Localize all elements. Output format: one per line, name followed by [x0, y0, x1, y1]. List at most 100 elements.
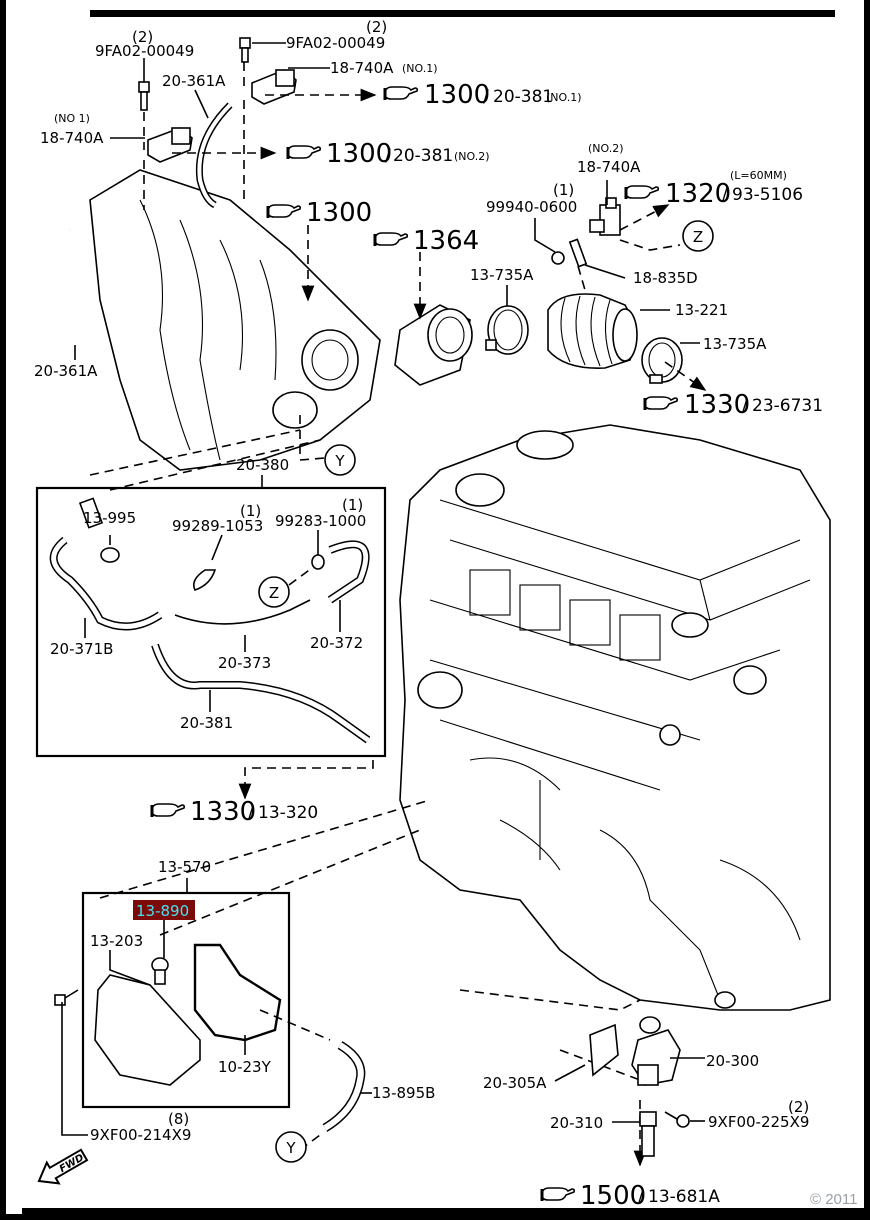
air-duct-13-221 — [547, 293, 638, 369]
highlight-13-890 — [133, 900, 195, 920]
label-bolt-left-qty[interactable]: (2) — [132, 28, 153, 46]
diagram-sheet: Z Y Z Y (2) 9FA02-00049 (2) 9FA02-00049 … — [6, 0, 864, 1214]
frame-top-bar — [90, 10, 835, 17]
svg-text:13-681A: 13-681A — [648, 1187, 720, 1207]
label-hose-20-381[interactable]: 20-381 — [180, 714, 233, 732]
svg-text:1300: 1300 — [306, 198, 372, 228]
label-hose-20-372[interactable]: 20-372 — [310, 634, 363, 652]
label-solenoid-no2[interactable]: 18-740A — [577, 158, 641, 176]
ref-1300-no2[interactable]: 1300 / 20-381 (NO.2) — [286, 139, 490, 169]
svg-text:20-381: 20-381 — [393, 146, 453, 166]
svg-text:1364: 1364 — [413, 226, 479, 256]
label-clip-2-qty: (1) — [342, 496, 363, 514]
pointing-hand-icon — [286, 144, 322, 161]
label-hose-20-361a-left[interactable]: 20-361A — [34, 362, 98, 380]
egr-gasket-20-305a — [589, 1023, 619, 1077]
ref-1500-13-681a[interactable]: 1500 / 13-681A — [540, 1181, 720, 1211]
pointing-hand-icon — [266, 203, 302, 220]
svg-text:/: / — [483, 87, 489, 107]
bolt-9fa02-left — [138, 81, 150, 111]
svg-text:13-320: 13-320 — [258, 803, 318, 823]
ref-1300-no1[interactable]: 1300 / 20-381 (NO.1) — [383, 80, 582, 110]
label-bracket[interactable]: 18-835D — [633, 269, 698, 287]
label-bolt-214[interactable]: 9XF00-214X9 — [90, 1126, 191, 1144]
svg-text:/: / — [722, 185, 728, 205]
label-nut-qty: (1) — [553, 181, 574, 199]
intake-manifold — [89, 169, 381, 471]
ref-1364[interactable]: 1364 — [373, 226, 479, 256]
svg-text:1300: 1300 — [424, 80, 490, 110]
connector-z-box: Z — [258, 567, 313, 608]
label-hose-20-361a-top[interactable]: 20-361A — [162, 72, 226, 90]
bolt-9xf00-225x9 — [664, 1111, 690, 1128]
solenoid-valve-no2 — [589, 197, 621, 236]
label-bolt-214-qty: (8) — [168, 1110, 189, 1128]
egr-pipe-20-310 — [639, 1111, 657, 1157]
connector-y-bottom: Y — [275, 1131, 307, 1163]
ref-1330-13-320[interactable]: 1330 / 13-320 — [150, 797, 318, 827]
label-gasket[interactable]: 10-23Y — [218, 1058, 272, 1076]
svg-text:/: / — [638, 1187, 644, 1207]
label-solenoid-no1-right[interactable]: 18-740A — [330, 59, 394, 77]
label-clamp-2[interactable]: 13-735A — [703, 335, 767, 353]
fwd-arrow-icon: FWD — [37, 1148, 89, 1185]
separator-parts — [94, 943, 282, 1086]
ref-1300[interactable]: 1300 — [266, 198, 372, 228]
svg-text:Y: Y — [334, 452, 345, 470]
solenoid-valve-no1-right — [251, 69, 297, 105]
pointing-hand-icon — [373, 231, 409, 248]
bolt-9xf00-214x9 — [54, 989, 79, 1006]
label-clip-1-qty: (1) — [240, 502, 261, 520]
svg-text:20-381: 20-381 — [493, 87, 553, 107]
label-duct[interactable]: 13-221 — [675, 301, 728, 319]
label-egr-valve[interactable]: 20-300 — [706, 1052, 759, 1070]
label-pcv-890-highlighted[interactable]: 13-890 — [136, 902, 189, 920]
label-bolt-left[interactable]: 9FA02-00049 — [95, 42, 194, 60]
label-hose-13-895b[interactable]: 13-895B — [372, 1084, 435, 1102]
bolt-9fa02-right — [239, 37, 251, 63]
svg-text:Y: Y — [285, 1139, 296, 1157]
svg-text:Z: Z — [693, 228, 703, 246]
svg-text:/: / — [742, 396, 748, 416]
nut-99940-0600 — [551, 251, 565, 265]
label-bolt-right-qty[interactable]: (2) — [366, 18, 387, 36]
label-egr-gasket[interactable]: 20-305A — [483, 1074, 547, 1092]
label-egr-pipe[interactable]: 20-310 — [550, 1114, 603, 1132]
label-separator[interactable]: 13-570 — [158, 858, 211, 876]
label-nut[interactable]: 99940-0600 — [486, 198, 577, 216]
clamp-13-735a-2 — [641, 337, 683, 384]
label-bolt-right[interactable]: 9FA02-00049 — [286, 34, 385, 52]
ref-1330-23-6731[interactable]: 1330 / 23-6731 — [643, 390, 823, 420]
svg-text:93-5106: 93-5106 — [732, 185, 803, 205]
label-hose-20-371b[interactable]: 20-371B — [50, 640, 113, 658]
copyright-text: © 2011 — [810, 1191, 857, 1208]
svg-text:/: / — [248, 803, 254, 823]
label-solenoid-no1-left-note: (NO 1) — [54, 112, 90, 125]
label-pcv-valve[interactable]: 13-995 — [83, 509, 136, 527]
ref-1320[interactable]: (L=60MM) 1320 / 93-5106 — [624, 169, 803, 209]
pointing-hand-icon — [150, 802, 186, 819]
label-clamp-1[interactable]: 13-735A — [470, 266, 534, 284]
connector-z-top: Z — [682, 220, 714, 252]
svg-text:/: / — [385, 146, 391, 166]
label-clip-2[interactable]: 99283-1000 — [275, 512, 366, 530]
frame-bottom-bar — [22, 1208, 864, 1214]
label-solenoid-no1-left[interactable]: 18-740A — [40, 129, 104, 147]
dashed-leaders — [89, 62, 707, 1167]
label-cover[interactable]: 13-203 — [90, 932, 143, 950]
svg-text:1330: 1330 — [684, 390, 750, 420]
throttle-body — [394, 304, 473, 386]
svg-text:1320: 1320 — [665, 179, 731, 209]
clamp-13-735a-1 — [485, 305, 529, 355]
pointing-hand-icon — [540, 1186, 576, 1203]
separator-box-13-570 — [81, 891, 291, 1109]
hose-set-box-20-380 — [35, 486, 387, 758]
label-bolt-225[interactable]: 9XF00-225X9 — [708, 1113, 809, 1131]
label-hose-set[interactable]: 20-380 — [236, 456, 289, 474]
solenoid-valve-no1-left — [147, 127, 193, 163]
svg-text:1300: 1300 — [326, 139, 392, 169]
leader-lines — [61, 42, 705, 1136]
label-clip-1[interactable]: 99289-1053 — [172, 517, 263, 535]
label-pipe-20-373[interactable]: 20-373 — [218, 654, 271, 672]
svg-text:1330: 1330 — [190, 797, 256, 827]
